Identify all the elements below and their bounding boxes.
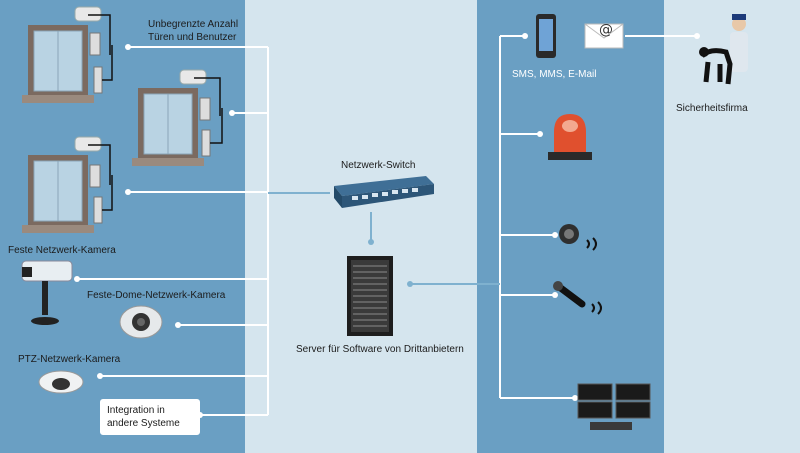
email-icon: @ [584,22,624,49]
label-unlimited-doors-line2: Türen und Benutzer [148,32,237,43]
label-unlimited-doors-line1: Unbegrenzte Anzahl [148,19,239,30]
svg-text:@: @ [599,22,613,38]
label-security-company: Sicherheitsfirma [676,103,748,114]
label-ptz-camera: PTZ-Netzwerk-Kamera [18,354,121,365]
center-panel [245,0,477,453]
label-notifications: SMS, MMS, E-Mail [512,69,597,80]
door-reader-icon [22,136,113,233]
speaker-icon [559,224,597,251]
far-right-panel [664,0,800,453]
server-rack-icon [347,256,393,336]
siren-icon [548,114,592,160]
fixed-camera-icon [21,260,73,325]
dome-camera-icon [119,305,163,339]
integration-box: Integration in andere Systeme [100,399,200,435]
ptz-camera-icon [38,370,84,394]
security-guard-dog-icon [699,14,748,85]
integration-line2: andere Systeme [107,418,180,429]
label-fixed-camera: Feste Netzwerk-Kamera [8,245,116,256]
network-switch-icon [334,176,434,208]
label-server: Server für Software von Drittanbietern [296,344,464,355]
label-network-switch: Netzwerk-Switch [341,160,416,171]
monitor-wall-icon [577,383,651,430]
door-reader-icon [132,69,223,166]
label-dome-camera: Feste-Dome-Netzwerk-Kamera [87,290,226,301]
microphone-icon [553,281,602,315]
phone-icon [536,14,556,58]
door-reader-icon [22,6,113,103]
integration-line1: Integration in [107,405,165,416]
